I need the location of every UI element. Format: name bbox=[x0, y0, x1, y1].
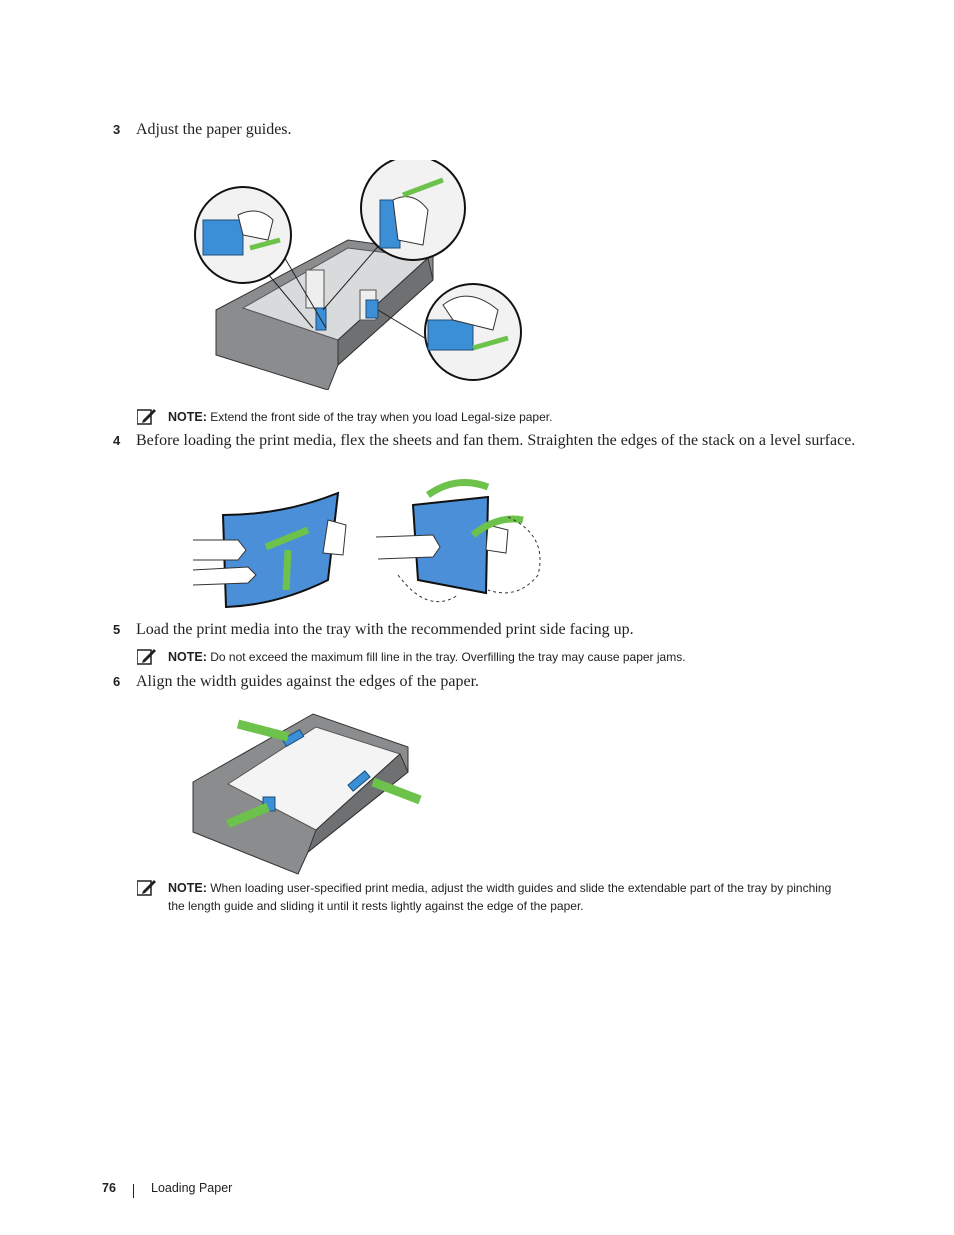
step-text: Load the print media into the tray with … bbox=[136, 621, 634, 638]
footer-section: Loading Paper bbox=[151, 1181, 233, 1195]
tray-guides-figure bbox=[194, 160, 522, 390]
note-text: Extend the front side of the tray when y… bbox=[210, 410, 553, 424]
arrow-fan-top bbox=[425, 479, 490, 498]
note-pencil-icon bbox=[137, 880, 156, 896]
step-text: Align the width guides against the edges… bbox=[136, 673, 480, 690]
step-4: 4 Before loading the print media, flex th… bbox=[113, 432, 855, 450]
note-pencil-icon bbox=[137, 649, 156, 665]
note-text: When loading user-specified print media,… bbox=[168, 881, 832, 913]
note-label: NOTE: bbox=[168, 410, 207, 424]
note-1: NOTE: Extend the front side of the tray … bbox=[137, 408, 837, 426]
flex-fan-figure bbox=[192, 479, 541, 609]
arrow-top-guide bbox=[236, 719, 290, 742]
note-text: Do not exceed the maximum fill line in t… bbox=[210, 650, 686, 664]
arrow-side-guide bbox=[371, 777, 422, 805]
step-number: 5 bbox=[113, 622, 121, 637]
arrow-diagonal bbox=[264, 526, 310, 551]
page-number: 76 bbox=[102, 1181, 116, 1195]
note-2: NOTE: Do not exceed the maximum fill lin… bbox=[137, 648, 837, 666]
step-text: Before loading the print media, flex the… bbox=[136, 432, 856, 449]
step-number: 4 bbox=[113, 433, 121, 448]
arrow-down bbox=[282, 549, 292, 591]
width-guides-figure bbox=[192, 713, 422, 875]
step-number: 6 bbox=[113, 674, 121, 689]
footer-divider bbox=[133, 1184, 134, 1198]
arrow-front-guide bbox=[226, 802, 270, 829]
note-label: NOTE: bbox=[168, 881, 207, 895]
step-5: 5 Load the print media into the tray with… bbox=[113, 621, 634, 639]
step-3: 3 Adjust the paper guides. bbox=[113, 121, 292, 139]
note-pencil-icon bbox=[137, 409, 156, 425]
step-number: 3 bbox=[113, 122, 121, 137]
note-label: NOTE: bbox=[168, 650, 207, 664]
step-text: Adjust the paper guides. bbox=[136, 121, 292, 138]
note-3: NOTE: When loading user-specified print … bbox=[137, 879, 837, 915]
step-6: 6 Align the width guides against the edge… bbox=[113, 673, 479, 691]
arrow-fan-right bbox=[470, 515, 524, 538]
